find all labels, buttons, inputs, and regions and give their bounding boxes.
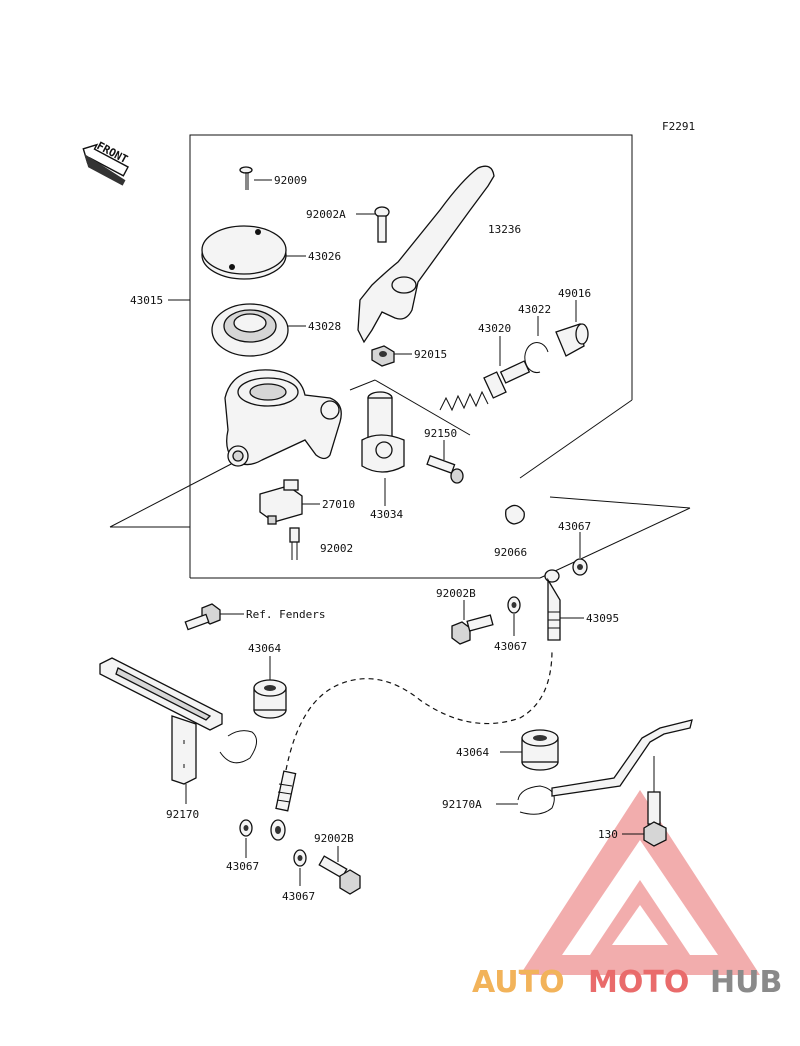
brake-hose bbox=[285, 649, 553, 771]
label-92002: 92002 bbox=[320, 542, 353, 555]
part-92002B-bolt-bot bbox=[318, 846, 361, 895]
part-92150-bolt bbox=[426, 440, 464, 484]
part-hose-clip-left bbox=[219, 730, 257, 764]
part-92002B-bolt-top bbox=[451, 600, 494, 645]
label-92170A: 92170A bbox=[442, 798, 482, 811]
label-92002B-bot: 92002B bbox=[314, 832, 354, 845]
label-43095: 43095 bbox=[586, 612, 619, 625]
label-92170: 92170 bbox=[166, 808, 199, 821]
label-92066: 92066 bbox=[494, 546, 527, 559]
label-43022: 43022 bbox=[518, 303, 551, 316]
label-92002B-top: 92002B bbox=[436, 587, 476, 600]
part-49016-boot bbox=[555, 300, 589, 357]
label-43067-top: 43067 bbox=[558, 520, 591, 533]
label-43064-left: 43064 bbox=[248, 642, 281, 655]
part-fender-bolt bbox=[184, 603, 244, 631]
part-43067-washer-top bbox=[572, 532, 588, 576]
part-27010-switch bbox=[259, 479, 320, 525]
assembly-outline bbox=[189, 134, 633, 400]
part-43034-clamp bbox=[361, 391, 405, 506]
label-43034: 43034 bbox=[370, 508, 403, 521]
watermark-hub: HUB bbox=[710, 965, 782, 1000]
watermark-auto: AUTO bbox=[472, 965, 565, 1000]
label-92015: 92015 bbox=[414, 348, 447, 361]
part-43022-circlip bbox=[524, 316, 549, 374]
label-49016: 49016 bbox=[558, 287, 591, 300]
part-43028-diaphragm bbox=[211, 303, 306, 357]
part-92066-cap bbox=[505, 504, 525, 525]
part-92170A-clamp bbox=[496, 719, 693, 815]
part-43067-washer-bot bbox=[293, 849, 307, 886]
label-43064-right: 43064 bbox=[456, 746, 489, 759]
watermark-moto: MOTO bbox=[588, 965, 689, 1000]
watermark-logo bbox=[520, 790, 760, 975]
label-43020: 43020 bbox=[478, 322, 511, 335]
part-43067-washer-mid bbox=[507, 596, 521, 636]
part-43026-cap bbox=[201, 225, 306, 280]
part-92002-screw bbox=[289, 527, 300, 560]
part-130-bolt bbox=[622, 756, 667, 847]
label-13236: 13236 bbox=[488, 223, 521, 236]
watermark-text: AUTO MOTO HUB bbox=[472, 965, 782, 1000]
label-43067-mid: 43067 bbox=[494, 640, 527, 653]
figure-code: F2291 bbox=[662, 120, 695, 133]
label-43015: 43015 bbox=[130, 294, 163, 307]
label-ref-fenders: Ref. Fenders bbox=[246, 608, 325, 621]
label-43067-bot: 43067 bbox=[282, 890, 315, 903]
part-92009-screw bbox=[239, 166, 272, 190]
part-master-cylinder-body bbox=[224, 369, 342, 467]
part-13236-lever bbox=[357, 165, 495, 344]
part-43095-hose-fitting bbox=[544, 569, 584, 641]
label-92002A: 92002A bbox=[306, 208, 346, 221]
part-43020-piston bbox=[483, 336, 531, 399]
label-43067-botleft: 43067 bbox=[226, 860, 259, 873]
label-43028: 43028 bbox=[308, 320, 341, 333]
part-43064-grommet-left bbox=[253, 656, 287, 719]
part-92015-nut bbox=[371, 345, 412, 367]
part-43064-grommet-right bbox=[500, 729, 559, 771]
label-27010: 27010 bbox=[322, 498, 355, 511]
front-arrow-icon bbox=[82, 143, 129, 186]
part-piston-spring bbox=[439, 390, 489, 412]
part-43067-washer-botleft bbox=[239, 819, 253, 858]
label-92150: 92150 bbox=[424, 427, 457, 440]
part-92170-bracket bbox=[99, 657, 223, 804]
part-hose-fitting-lower bbox=[270, 770, 297, 841]
label-92009: 92009 bbox=[274, 174, 307, 187]
label-130: 130 bbox=[598, 828, 618, 841]
label-43026: 43026 bbox=[308, 250, 341, 263]
part-92002A-pivot-bolt bbox=[356, 206, 390, 243]
